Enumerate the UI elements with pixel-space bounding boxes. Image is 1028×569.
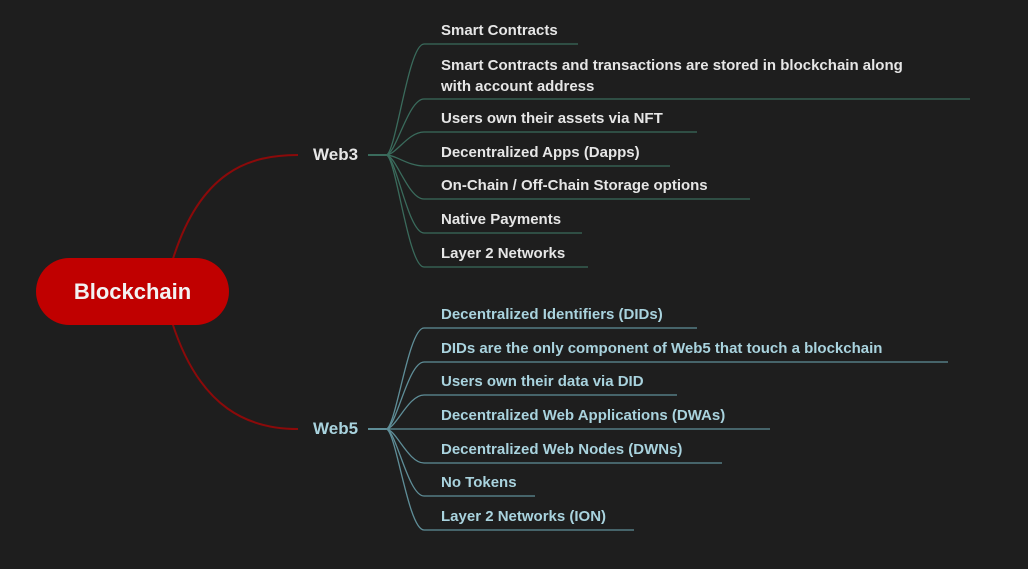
- leaf-node[interactable]: Users own their assets via NFT: [441, 108, 663, 129]
- edge-root-web3: [171, 154, 299, 263]
- web5-leaf-connectors: [368, 327, 948, 531]
- leaf-label: Native Payments: [441, 211, 562, 228]
- leaf-node[interactable]: Decentralized Web Nodes (DWNs): [441, 439, 682, 460]
- leaf-label: Decentralized Web Nodes (DWNs): [441, 441, 683, 458]
- leaf-connector: [385, 394, 677, 430]
- leaf-connector: [385, 154, 750, 200]
- leaf-label: Smart Contracts and transactions are sto…: [441, 57, 903, 74]
- leaf-connector: [385, 361, 948, 430]
- leaf-node[interactable]: Native Payments: [441, 209, 561, 230]
- edge-root-web5: [171, 321, 299, 430]
- leaf-node[interactable]: No Tokens: [441, 472, 517, 493]
- leaf-connector: [385, 98, 970, 156]
- leaf-connector: [385, 327, 697, 430]
- leaf-connector: [385, 131, 697, 156]
- root-node-label: Blockchain: [73, 278, 192, 304]
- leaf-node[interactable]: Decentralized Identifiers (DIDs): [441, 304, 663, 325]
- leaf-node[interactable]: Decentralized Web Applications (DWAs): [441, 405, 725, 426]
- leaf-label: Users own their assets via NFT: [441, 110, 663, 127]
- leaf-node[interactable]: Layer 2 Networks: [441, 243, 565, 264]
- leaf-node[interactable]: Layer 2 Networks (ION): [441, 506, 606, 527]
- leaf-label-line2: with account address: [441, 78, 595, 95]
- web3-leaf-connectors: [368, 43, 970, 268]
- branch-node-web5[interactable]: Web5: [313, 419, 358, 439]
- leaf-connector: [385, 428, 634, 531]
- branch-label-web3: Web3: [313, 145, 359, 164]
- leaf-connector: [385, 154, 588, 268]
- leaf-node[interactable]: Smart Contracts and transactions are sto…: [441, 55, 903, 97]
- leaf-connector: [385, 154, 670, 167]
- leaf-label: Decentralized Web Applications (DWAs): [441, 407, 726, 424]
- leaf-label: On-Chain / Off-Chain Storage options: [441, 177, 708, 194]
- root-node-blockchain[interactable]: Blockchain: [36, 258, 229, 325]
- leaf-connector: [385, 43, 578, 156]
- leaf-node[interactable]: DIDs are the only component of Web5 that…: [441, 338, 882, 359]
- leaf-label: Users own their data via DID: [441, 373, 644, 390]
- leaf-label: Smart Contracts: [441, 22, 558, 39]
- branch-node-web3[interactable]: Web3: [313, 145, 358, 165]
- branch-label-web5: Web5: [313, 419, 359, 438]
- leaf-label: Decentralized Apps (Dapps): [441, 144, 640, 161]
- leaf-label: DIDs are the only component of Web5 that…: [441, 340, 883, 357]
- leaf-label: Layer 2 Networks: [441, 245, 566, 262]
- leaf-node[interactable]: Smart Contracts: [441, 20, 558, 41]
- leaf-label: Decentralized Identifiers (DIDs): [441, 306, 663, 323]
- leaf-label: Layer 2 Networks (ION): [441, 508, 607, 525]
- leaf-node[interactable]: Users own their data via DID: [441, 371, 644, 392]
- leaf-node[interactable]: Decentralized Apps (Dapps): [441, 142, 640, 163]
- leaf-node[interactable]: On-Chain / Off-Chain Storage options: [441, 175, 708, 196]
- leaf-label: No Tokens: [441, 474, 517, 491]
